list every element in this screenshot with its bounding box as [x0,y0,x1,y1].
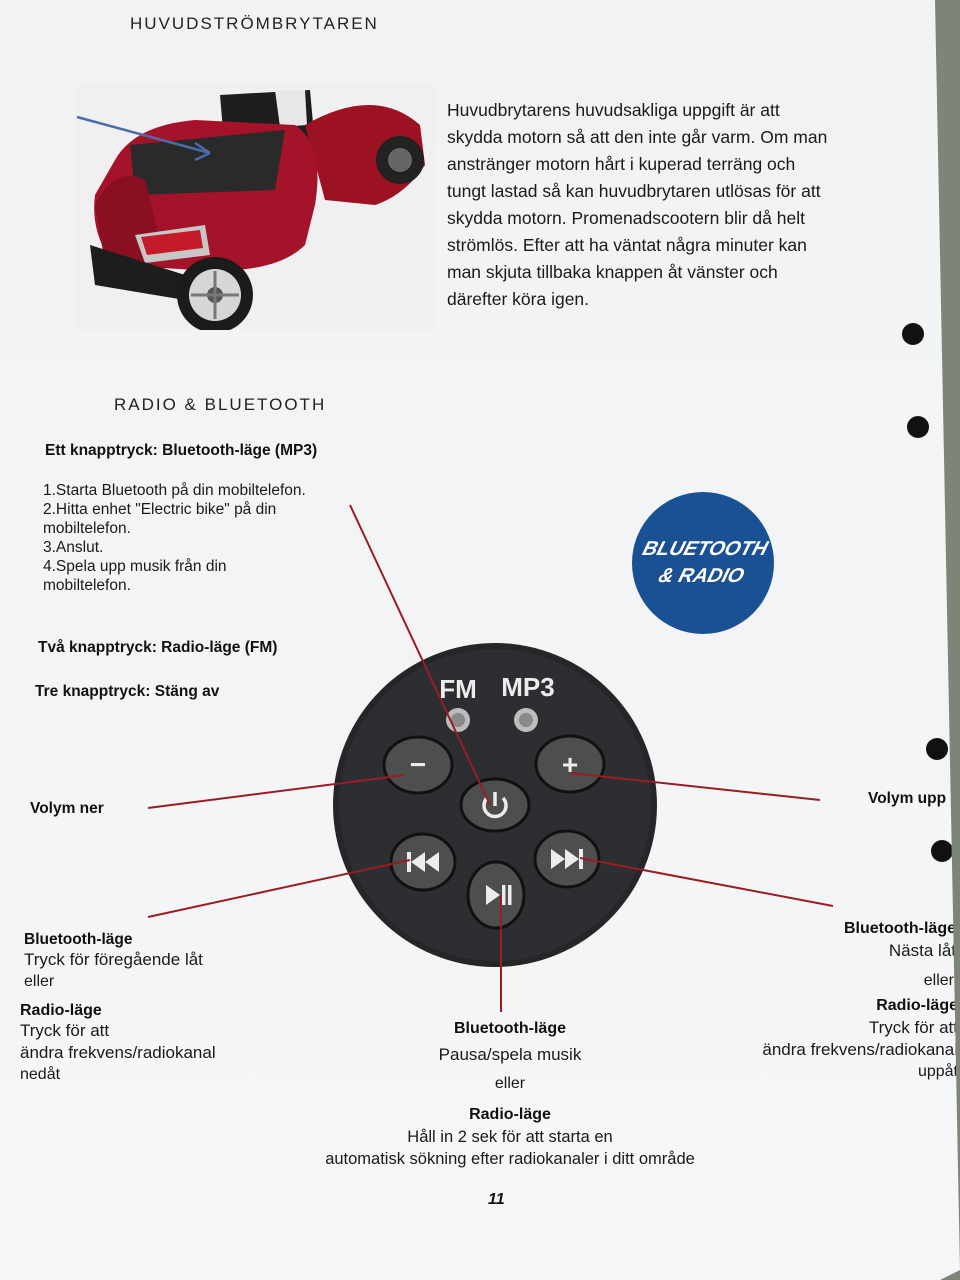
step-line: mobiltelefon. [43,577,131,594]
paragraph-line: Huvudbrytarens huvudsakliga uppgift är a… [447,100,780,120]
radio-heading: RADIO & BLUETOOTH [114,395,327,414]
right-radio-line: ändra frekvens/radiokanal [762,1040,958,1059]
three-press-text: Tre knapptryck: Stäng av [35,683,220,700]
right-radio-line: uppåt [917,1063,958,1080]
left-radio-line: nedåt [20,1066,61,1083]
main-switch-paragraph: Huvudbrytarens huvudsakliga uppgift är a… [447,97,907,313]
bluetooth-steps: 1.Starta Bluetooth på din mobiltelefon. … [43,481,343,595]
play-pause-button[interactable] [466,860,526,930]
left-or: eller [24,973,55,990]
bottom-or: eller [494,1075,526,1092]
binder-hole [931,840,953,862]
badge-text: BLUETOOTH & RADIO [637,536,771,590]
fm-label: FM [439,674,477,704]
bottom-bt-title: Bluetooth-läge [454,1020,566,1037]
left-radio-line: ändra frekvens/radiokanal [20,1043,216,1062]
next-button[interactable] [533,829,601,889]
right-radio-title: Radio-läge [876,997,958,1014]
scooter-rear-photo [75,85,435,330]
previous-button[interactable] [389,832,457,892]
binder-hole [907,416,929,438]
bottom-radio-line: Håll in 2 sek för att starta en [407,1128,613,1146]
main-switch-heading: HUVUDSTRÖMBRYTAREN [130,14,379,33]
page-number: 11 [488,1191,505,1208]
badge-line-1: BLUETOOTH [639,538,771,560]
step-line: mobiltelefon. [43,520,131,537]
minus-icon: − [410,749,426,780]
paragraph-line: skydda motorn så att den inte går varm. … [447,127,828,147]
volume-up-label: Volym upp [868,790,947,807]
radio-controller: FM MP3 − + [333,643,657,967]
left-radio-line: Tryck för att [20,1021,110,1040]
volume-up-button[interactable]: + [534,734,606,794]
previous-description: Bluetooth-läge Tryck för föregående låt … [24,931,284,992]
bottom-radio-line: automatisk sökning efter radiokanaler i … [325,1150,695,1168]
paragraph-line: anstränger motorn hårt i kuperad terräng… [447,154,796,174]
next-radio-description: Radio-läge Tryck för att ändra frekvens/… [700,995,958,1082]
paragraph-line: därefter köra igen. [447,289,590,309]
right-radio-line: Tryck för att [868,1018,958,1037]
paragraph-line: skydda motorn. Promenadscootern blir då … [447,208,805,228]
plus-icon: + [562,749,578,780]
left-bt-title: Bluetooth-läge [24,931,133,948]
paragraph-line: tungt lastad så kan huvudbrytaren utlösa… [447,181,821,201]
bottom-radio-title: Radio-läge [469,1106,551,1123]
step-line: 1.Starta Bluetooth på din mobiltelefon. [43,482,306,499]
mp3-label: MP3 [501,672,554,702]
power-button[interactable] [459,777,531,833]
binder-hole [926,738,948,760]
left-bt-text: Tryck för föregående låt [24,950,203,969]
bluetooth-radio-badge: BLUETOOTH & RADIO [632,492,774,634]
paragraph-line: man skjuta tillbaka knappen åt vänster o… [447,262,778,282]
right-bt-text: Nästa låt [888,941,956,960]
binder-hole [902,323,924,345]
play-radio-description: Radio-läge Håll in 2 sek för att starta … [270,1104,750,1170]
paragraph-line: strömlös. Efter att ha väntat några minu… [447,235,807,255]
step-line: 4.Spela upp musik från din [43,558,227,575]
volume-down-label: Volym ner [30,800,104,817]
right-or: eller [923,972,954,989]
play-pause-icon [486,885,512,905]
next-description: Bluetooth-läge Nästa låt eller [700,918,956,991]
bottom-bt-text: Pausa/spela musik [438,1045,582,1064]
left-radio-title: Radio-läge [20,1002,102,1019]
two-press-text: Två knapptryck: Radio-läge (FM) [38,639,278,656]
volume-down-button[interactable]: − [382,735,454,795]
previous-radio-description: Radio-läge Tryck för att ändra frekvens/… [20,1002,280,1085]
right-bt-title: Bluetooth-läge [844,920,956,937]
badge-line-2: & RADIO [655,565,747,587]
step-line: 2.Hitta enhet "Electric bike" på din [43,501,277,518]
one-press-title: Ett knapptryck: Bluetooth-läge (MP3) [45,442,318,459]
play-description: Bluetooth-läge Pausa/spela musik eller [280,1018,740,1098]
step-line: 3.Anslut. [43,539,104,556]
